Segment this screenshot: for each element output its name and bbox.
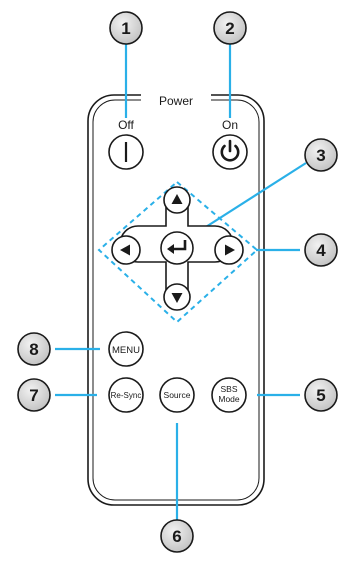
left-button[interactable] (111, 235, 141, 265)
power-on-button[interactable] (212, 134, 248, 170)
callout-7: 7 (17, 378, 51, 412)
power-icon (220, 139, 240, 162)
off-label: Off (118, 118, 134, 132)
callout-2-number: 2 (225, 19, 234, 38)
sbs-button-label-line2: Mode (218, 394, 240, 404)
callout-6-number: 6 (172, 527, 181, 546)
source-button-label: Source (164, 390, 191, 400)
callout-6: 6 (160, 519, 194, 553)
callout-8: 8 (17, 332, 51, 366)
callout-1: 1 (109, 11, 143, 45)
down-arrow-icon (171, 293, 183, 303)
down-button[interactable] (163, 283, 191, 311)
resync-button-label: Re-Sync (111, 391, 142, 400)
callout-5-number: 5 (316, 386, 325, 405)
callout-4-number: 4 (316, 241, 326, 260)
callout-7-number: 7 (29, 386, 38, 405)
callout-4: 4 (304, 233, 338, 267)
source-button[interactable]: Source (159, 377, 195, 413)
callout-lines (55, 44, 307, 520)
menu-button[interactable]: MENU (108, 331, 144, 367)
nav-pad-outline (97, 180, 259, 324)
power-label-gap (141, 93, 211, 107)
callout-3: 3 (304, 138, 338, 172)
left-arrow-icon (120, 244, 130, 256)
power-off-button[interactable] (108, 134, 144, 170)
up-arrow-icon (171, 194, 183, 204)
right-arrow-icon (225, 244, 235, 256)
sbs-button-label-line1: SBS (220, 384, 237, 394)
right-button[interactable] (214, 235, 244, 265)
up-button[interactable] (163, 186, 191, 214)
enter-icon (167, 240, 187, 254)
enter-button[interactable] (160, 231, 194, 265)
callout-1-number: 1 (121, 19, 130, 38)
callout-line-3 (197, 162, 307, 233)
on-label: On (222, 118, 238, 132)
callout-2: 2 (213, 11, 247, 45)
power-label: Power (159, 94, 193, 108)
callout-8-number: 8 (29, 340, 38, 359)
sbs-mode-button[interactable]: SBS Mode (211, 377, 247, 413)
callout-5: 5 (304, 378, 338, 412)
resync-button[interactable]: Re-Sync (108, 377, 144, 413)
menu-button-label: MENU (112, 345, 140, 356)
callout-3-number: 3 (316, 146, 325, 165)
